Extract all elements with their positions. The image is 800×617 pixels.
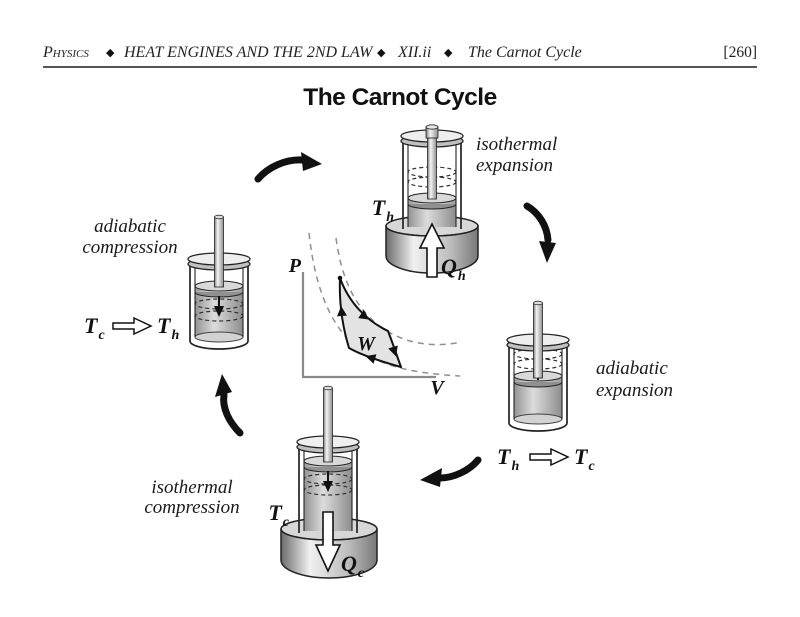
header-topic: The Carnot Cycle (468, 44, 582, 61)
separator-diamond-icon: ◆ (106, 46, 115, 59)
pv-diagram: P V W (288, 232, 462, 399)
header-chapter: HEAT ENGINES AND THE 2ND LAW (123, 44, 374, 61)
cycle-direction-arrowhead (365, 354, 377, 364)
header-course: Physics (42, 44, 89, 61)
stage-label-line1: adiabatic (596, 358, 668, 379)
volume-axis-label: V (430, 377, 445, 399)
curved-arrow-top-right-icon (523, 202, 556, 263)
cycle-direction-arrowhead (337, 306, 347, 317)
heat-out-arrow-icon (314, 511, 342, 573)
stage-label-line2: expansion (596, 380, 673, 401)
separator-diamond-icon: ◆ (444, 46, 453, 59)
stage-label-line2: compression (82, 237, 177, 258)
stage-label-line2: compression (144, 497, 239, 518)
curved-arrow-top-left-icon (254, 152, 322, 183)
temp-to-label: Th (157, 313, 179, 343)
work-label: W (357, 333, 376, 355)
stage-isothermal-compression: isothermal compression Tc Qc (144, 385, 378, 581)
hot-temperature-label: Th (372, 195, 394, 225)
stage-isothermal-expansion: isothermal expansion Th Qh (372, 124, 557, 284)
temp-from-label: Th (497, 444, 519, 474)
piston-rod (214, 216, 224, 288)
stage-label-line1: adiabatic (94, 216, 166, 237)
piston-rod (533, 302, 543, 379)
heat-in-arrow-icon (418, 222, 446, 278)
piston-rod (323, 387, 333, 463)
header-section: XII.ii (397, 44, 431, 61)
page-header: Physics ◆ HEAT ENGINES AND THE 2ND LAW ◆… (42, 44, 757, 68)
pressure-axis-label: P (288, 255, 302, 277)
piston-cylinder (506, 300, 570, 432)
cold-temperature-label: Tc (268, 500, 289, 530)
pv-axes (301, 272, 436, 379)
stage-label-line2: expansion (476, 155, 553, 176)
heat-in-label: Qh (441, 254, 466, 284)
temp-transition-arrow-icon (529, 447, 570, 467)
stage-adiabatic-compression: adiabatic compression Tc Th (82, 214, 251, 350)
cycle-direction-arrowhead (358, 309, 370, 320)
stage-adiabatic-expansion: adiabatic expansion Th Tc (497, 300, 673, 474)
stage-label-line1: isothermal (476, 134, 557, 155)
piston-rod (427, 137, 437, 200)
piston-cylinder (187, 214, 251, 350)
temp-transition-arrow-icon (112, 316, 153, 336)
cycle-direction-arrowhead (388, 345, 398, 357)
temp-to-label: Tc (574, 444, 595, 474)
heat-out-label: Qc (341, 551, 365, 581)
page-number: [260] (723, 44, 757, 61)
curved-arrow-bottom-left-icon (215, 374, 244, 437)
curved-arrow-bottom-right-icon (420, 456, 482, 487)
piston-motion-down-arrow-icon (214, 296, 224, 317)
stage-label-line1: isothermal (151, 477, 232, 498)
page-title: The Carnot Cycle (303, 84, 497, 111)
separator-diamond-icon: ◆ (377, 46, 386, 59)
piston-cylinder (385, 124, 479, 237)
piston-motion-down-arrow-icon (323, 471, 333, 492)
temp-from-label: Tc (84, 313, 105, 343)
